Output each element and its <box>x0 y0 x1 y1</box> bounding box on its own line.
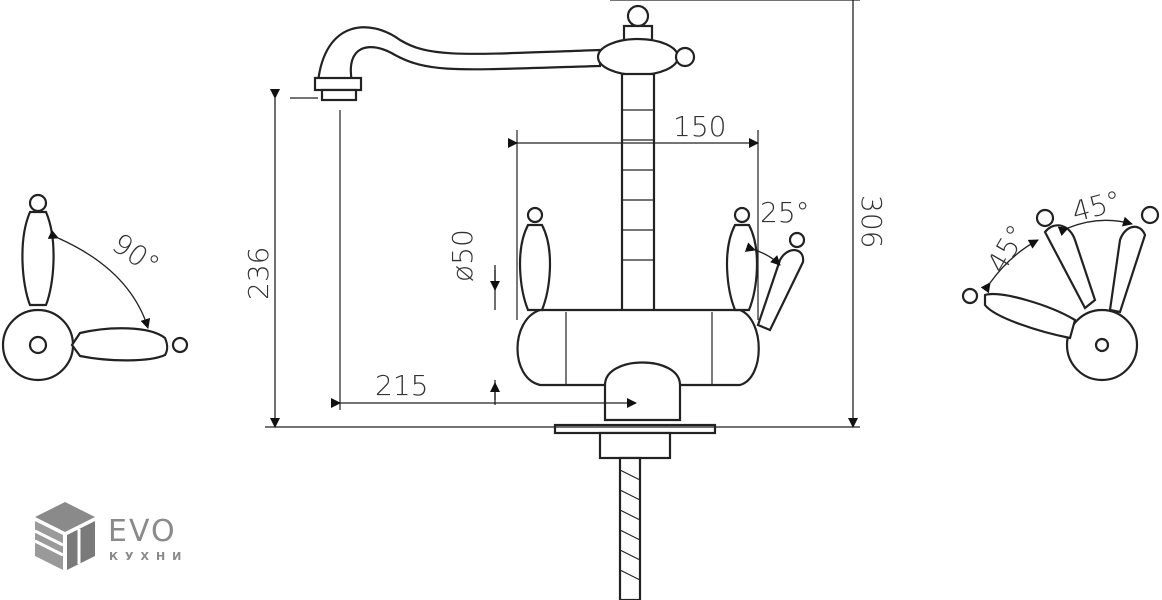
faucet-side-view-right <box>961 205 1160 382</box>
evo-logo: EVO КУХНИ <box>34 502 188 570</box>
dim-306: 306 <box>855 195 888 248</box>
dim-45-deg-a: 45° <box>1068 184 1124 229</box>
dimension-lines <box>265 0 860 428</box>
logo-subtitle: КУХНИ <box>109 550 188 563</box>
dim-90-deg: 90° <box>106 227 166 283</box>
dim-diameter-50: ø50 <box>446 229 479 282</box>
faucet-side-view-left <box>1 193 189 382</box>
faucet-front-view <box>313 4 806 600</box>
dim-150: 150 <box>673 110 726 143</box>
dim-215: 215 <box>375 369 428 402</box>
dim-236: 236 <box>242 247 275 300</box>
dim-25-deg: 25° <box>760 196 810 229</box>
dim-45-deg-b: 45° <box>980 219 1033 278</box>
logo-brand: EVO <box>108 514 177 549</box>
